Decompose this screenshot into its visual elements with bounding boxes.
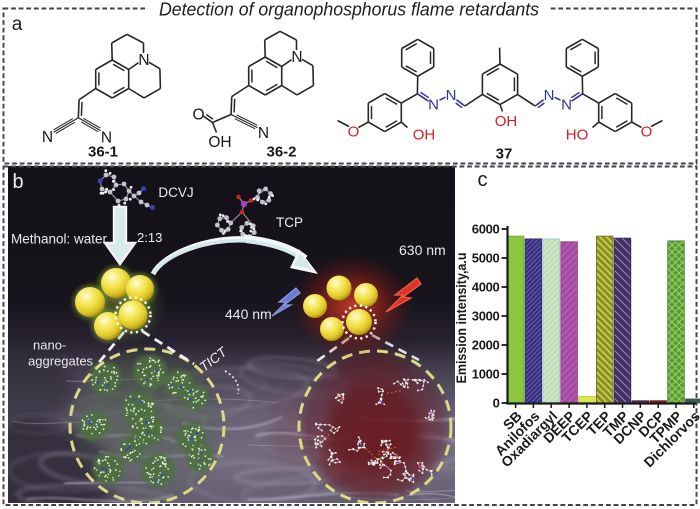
svg-text:TCP: TCP	[276, 215, 303, 230]
svg-text:2000: 2000	[472, 338, 500, 353]
svg-text:440 nm: 440 nm	[225, 306, 272, 322]
svg-text:N: N	[428, 97, 439, 114]
svg-text:OH: OH	[495, 113, 518, 130]
svg-text:36-1: 36-1	[88, 144, 118, 161]
svg-text:N: N	[291, 49, 302, 66]
svg-text:c: c	[478, 169, 488, 191]
svg-text:630 nm: 630 nm	[399, 242, 446, 258]
svg-text:Methanol: water: Methanol: water	[11, 232, 108, 247]
svg-text:5000: 5000	[472, 251, 500, 266]
svg-text:O: O	[348, 124, 360, 141]
svg-text:N: N	[258, 125, 269, 142]
svg-text:3000: 3000	[472, 309, 500, 324]
svg-text:N: N	[446, 87, 457, 104]
svg-text:OH: OH	[208, 134, 231, 151]
svg-text:37: 37	[496, 146, 513, 163]
svg-text:2:13: 2:13	[137, 230, 162, 245]
svg-text:N: N	[561, 97, 572, 114]
svg-text:b: b	[13, 171, 24, 193]
svg-text:O: O	[641, 124, 653, 141]
svg-text:6000: 6000	[472, 222, 500, 237]
svg-text:1000: 1000	[472, 367, 500, 382]
svg-text:aggregates: aggregates	[28, 354, 94, 369]
svg-text:4000: 4000	[472, 280, 500, 295]
svg-text:N: N	[138, 52, 149, 69]
svg-text:0: 0	[493, 396, 500, 411]
svg-text:N: N	[42, 129, 53, 146]
svg-text:N: N	[101, 130, 112, 147]
svg-text:Emission intensity,a.u: Emission intensity,a.u	[454, 253, 469, 384]
svg-text:OH: OH	[413, 127, 436, 144]
svg-text:N: N	[544, 87, 555, 104]
svg-text:O: O	[192, 107, 204, 124]
svg-text:HO: HO	[566, 127, 589, 144]
svg-text:Detection of organophosphorus: Detection of organophosphorus flame reta…	[159, 0, 539, 19]
svg-text:36-2: 36-2	[266, 144, 296, 161]
svg-text:DCVJ: DCVJ	[158, 185, 193, 200]
svg-text:a: a	[12, 14, 23, 35]
svg-text:nano-: nano-	[33, 338, 66, 353]
